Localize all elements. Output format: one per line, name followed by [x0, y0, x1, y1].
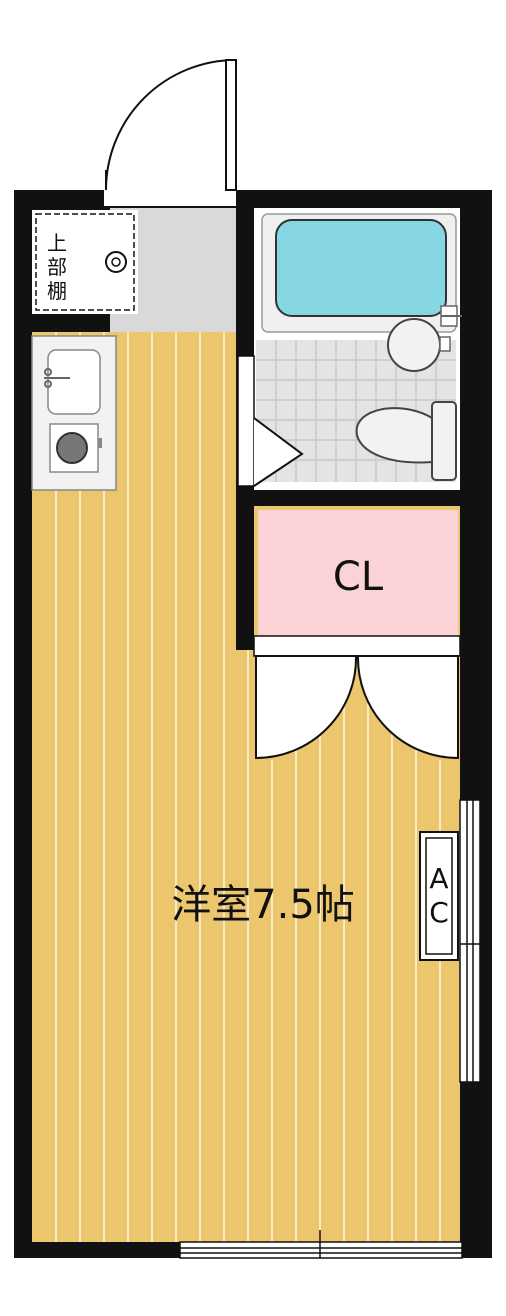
closet-label: CL [333, 554, 384, 600]
upper-shelf-char-2: 部 [47, 255, 67, 279]
entrance-door [105, 59, 237, 191]
upper-shelf-char-1: 上 [47, 231, 67, 255]
bottom-window [179, 1230, 463, 1259]
floor-board-lines [55, 332, 441, 1242]
right-window [459, 799, 486, 1083]
room-label: 洋室7.5帖 [171, 882, 355, 928]
ac-char-2: C [429, 896, 449, 929]
drain-icon [105, 251, 127, 273]
toilet-bowl [355, 407, 433, 464]
faucet-icon [44, 368, 70, 388]
bathroom-door [253, 417, 304, 487]
closet-doors [255, 655, 459, 760]
upper-shelf-char-3: 棚 [47, 279, 67, 303]
entrance-wall-gap [104, 190, 238, 207]
ac-char-1: A [429, 862, 448, 895]
bathtub [275, 219, 447, 317]
toilet-tank [431, 401, 457, 481]
kitchen-sink [47, 349, 101, 415]
wash-basin [387, 318, 441, 372]
closet [258, 510, 458, 636]
stove-burner-icon [56, 432, 88, 464]
